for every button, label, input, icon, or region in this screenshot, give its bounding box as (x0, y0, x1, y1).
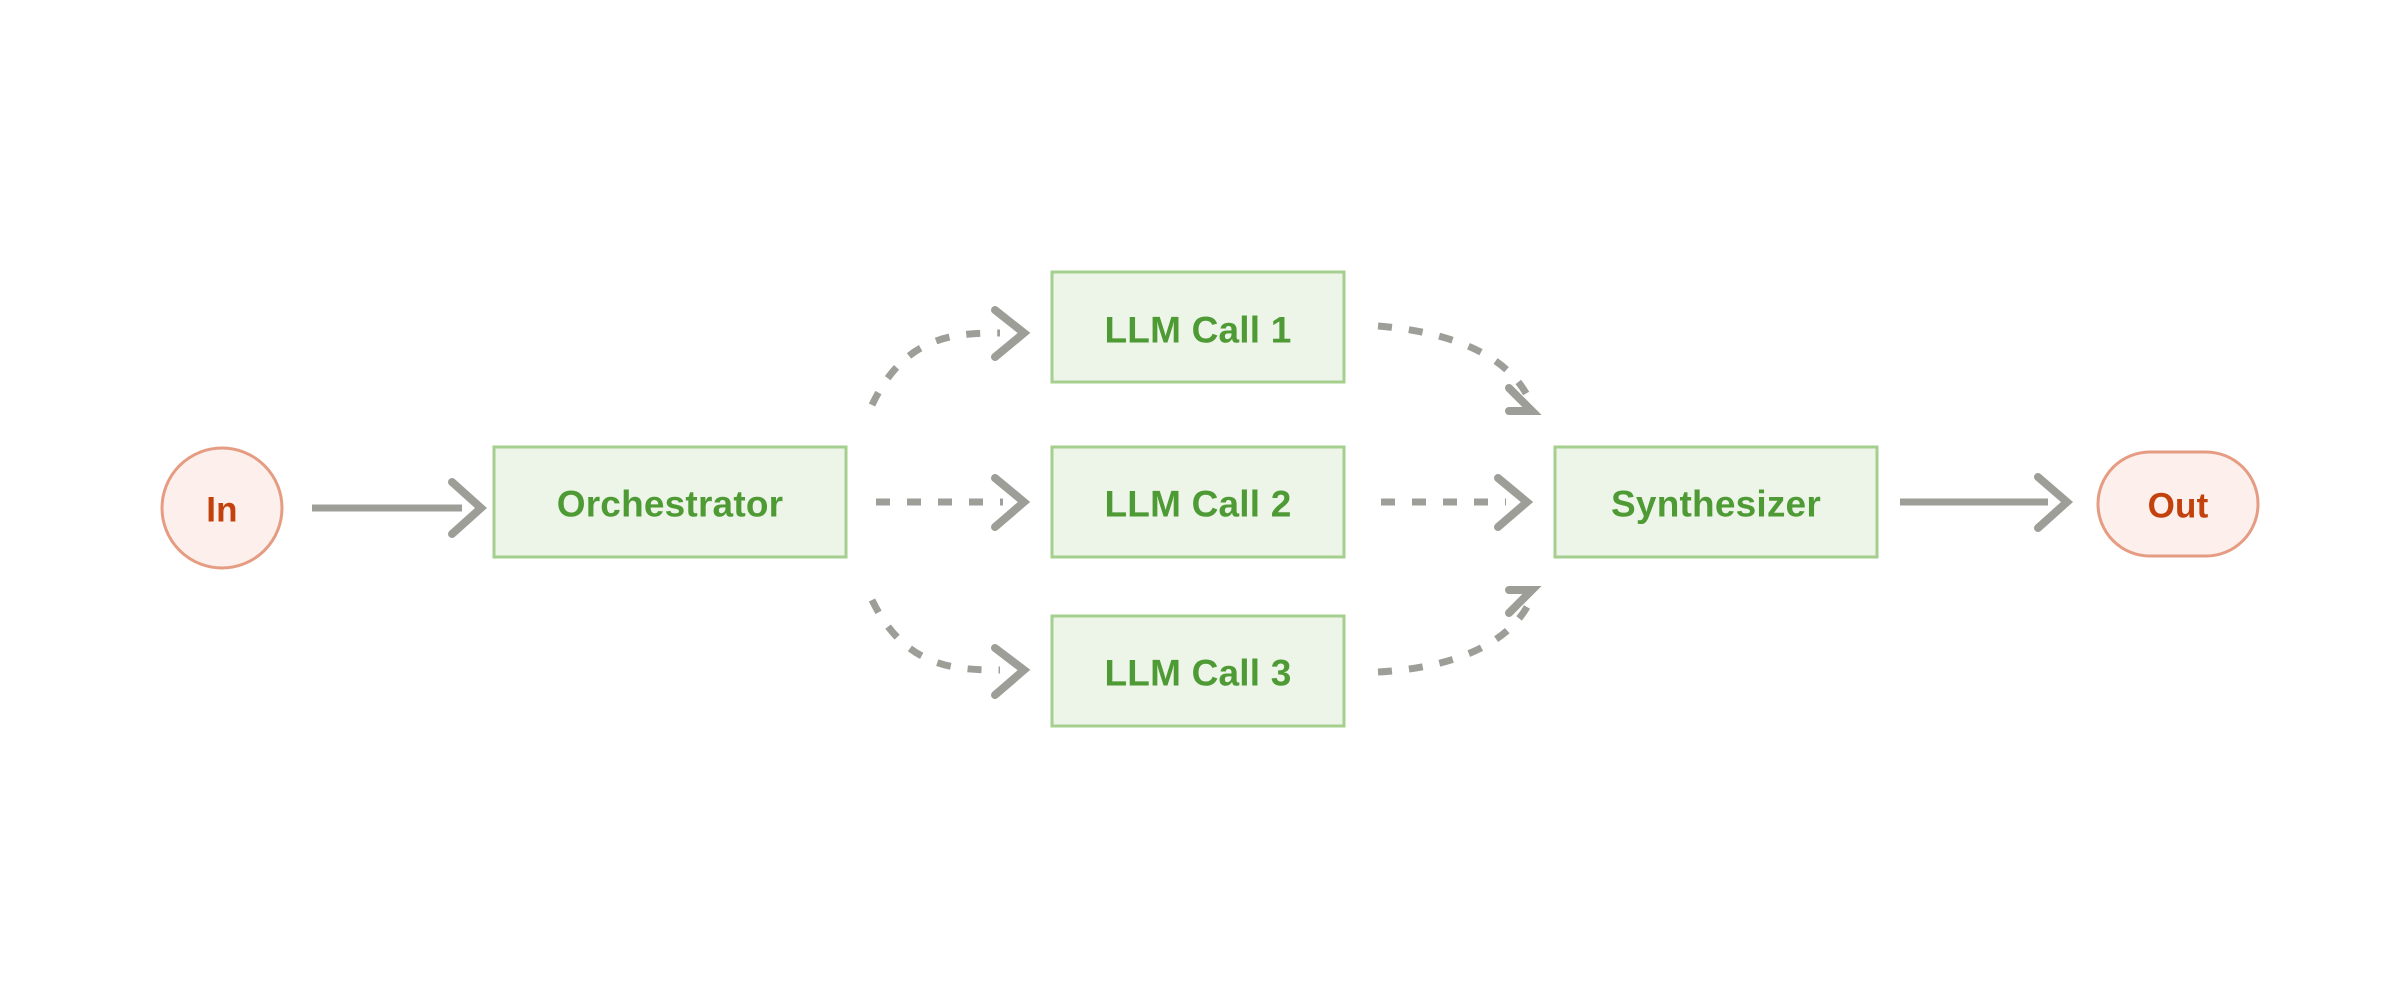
node-out-shape[interactable] (2096, 450, 2260, 558)
edge-in-to-orchestrator (312, 478, 487, 538)
edge-line (1377, 322, 1531, 397)
edge-line (868, 598, 1001, 674)
node-llm-call-1-label: LLM Call 1 (1104, 310, 1291, 351)
node-orchestrator-label: Orchestrator (557, 484, 784, 525)
arrowhead-icon (1494, 474, 1534, 531)
arrowhead-icon (991, 644, 1031, 699)
edge-orchestrator-to-llm-call-3 (868, 598, 1031, 699)
arrowhead-icon (1505, 586, 1542, 617)
edge-line (1377, 605, 1531, 676)
node-llm-call-3-shape[interactable] (1050, 614, 1346, 728)
edge-llm-call-1-to-synthesizer (1377, 322, 1542, 415)
node-in-shape[interactable] (160, 446, 284, 570)
edge-orchestrator-to-llm-call-2 (876, 474, 1031, 531)
edge-orchestrator-to-llm-call-1 (868, 306, 1031, 407)
node-synthesizer-shape[interactable] (1553, 445, 1879, 559)
edge-llm-call-3-to-synthesizer (1377, 586, 1542, 676)
edge-synthesizer-to-out (1900, 473, 2074, 532)
node-synthesizer[interactable]: Synthesizer (1553, 445, 1879, 559)
node-orchestrator-shape[interactable] (492, 445, 848, 559)
node-orchestrator[interactable]: Orchestrator (492, 445, 848, 559)
arrowhead-icon (991, 306, 1031, 361)
node-llm-call-2[interactable]: LLM Call 2 (1050, 445, 1346, 559)
node-in-label: In (206, 491, 238, 530)
node-llm-call-2-label: LLM Call 2 (1104, 484, 1291, 525)
node-llm-call-3[interactable]: LLM Call 3 (1050, 614, 1346, 728)
node-llm-call-1[interactable]: LLM Call 1 (1050, 270, 1346, 384)
node-llm-call-3-label: LLM Call 3 (1104, 653, 1291, 694)
arrowhead-icon (991, 474, 1031, 531)
edge-llm-call-2-to-synthesizer (1381, 474, 1534, 531)
arrowhead-icon (448, 478, 487, 538)
node-llm-call-2-shape[interactable] (1050, 445, 1346, 559)
node-in[interactable]: In (160, 446, 284, 570)
arrowhead-icon (2034, 473, 2074, 532)
node-out-label: Out (2148, 487, 2209, 526)
node-out[interactable]: Out (2096, 450, 2260, 558)
arrowhead-icon (1505, 384, 1542, 415)
node-synthesizer-label: Synthesizer (1611, 484, 1821, 525)
edge-line (868, 329, 1001, 407)
node-llm-call-1-shape[interactable] (1050, 270, 1346, 384)
